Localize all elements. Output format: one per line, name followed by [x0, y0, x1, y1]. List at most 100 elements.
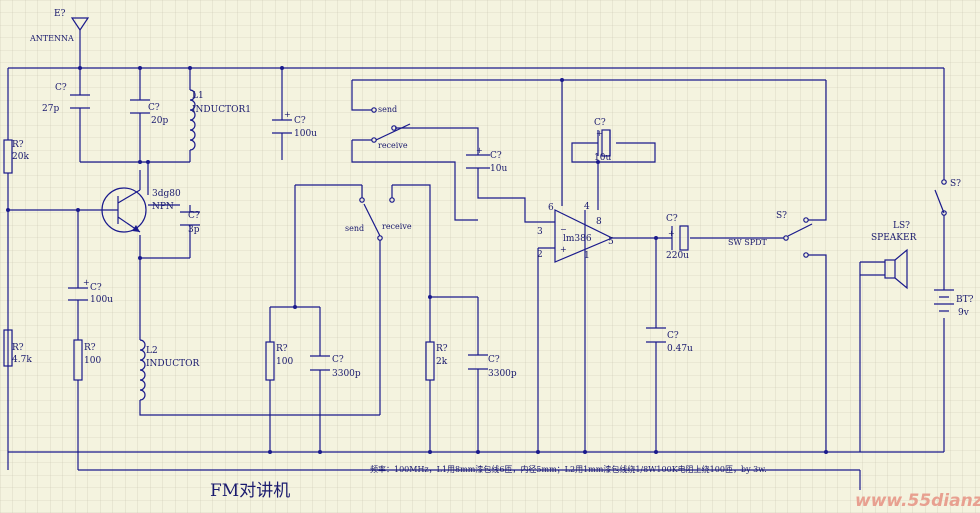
c10u-a-value: 10u: [490, 164, 507, 174]
inductor-l2-symbol: [139, 339, 146, 401]
c220u-ref: C?: [666, 214, 678, 224]
lm386-amplifier-symbol: [554, 209, 614, 263]
l2-ref: L2: [146, 346, 158, 356]
c100u-b-value: 100u: [90, 295, 113, 305]
switch-upper-send: send: [378, 105, 397, 114]
sw-power-ref: S?: [950, 179, 961, 189]
c100u-plus: +: [284, 110, 291, 119]
resistor-20k-symbol: [3, 139, 13, 174]
pin-1: 1: [584, 251, 590, 261]
c10u-a-plus: +: [476, 146, 483, 155]
c27p-ref: C?: [55, 83, 67, 93]
resistor-4-7k-symbol: [3, 329, 13, 367]
r2k-value: 2k: [436, 357, 448, 367]
c20p-value: 20p: [151, 116, 168, 126]
switch-lower-receive: receive: [382, 222, 412, 231]
c100u-value: 100u: [294, 129, 317, 139]
lm386-plus: +: [560, 245, 567, 254]
capacitor-047u-symbol: [646, 327, 666, 343]
antenna-ref: E?: [54, 9, 66, 19]
battery-ref: BT?: [956, 295, 974, 305]
c27p-value: 27p: [42, 104, 59, 114]
pin-4: 4: [584, 202, 590, 212]
sw-out-name: SW SPDT: [728, 238, 768, 247]
c047u-value: 0.47u: [667, 344, 693, 354]
r20k-ref: R?: [12, 140, 24, 150]
speaker-ref: LS?: [893, 221, 910, 231]
lm386-name: lm386: [563, 234, 592, 244]
capacitor-27p-symbol: [70, 94, 90, 109]
c3300p-a-ref: C?: [332, 355, 344, 365]
c10u-b-plus: +: [596, 129, 603, 138]
c10u-b-value: 10u: [594, 153, 611, 163]
pin-2: 2: [537, 250, 543, 260]
watermark: www.55dianzi.com: [855, 491, 980, 511]
r100b-ref: R?: [276, 344, 288, 354]
c100u-b-ref: C?: [90, 283, 102, 293]
junctions: [6, 66, 828, 454]
c20p-ref: C?: [148, 103, 160, 113]
pin-8: 8: [596, 217, 602, 227]
r100b-value: 100: [276, 357, 293, 367]
capacitor-3p-symbol: [180, 211, 200, 226]
c220u-plus: +: [668, 229, 675, 238]
npn-transistor-symbol: [101, 170, 147, 233]
c100u-ref: C?: [294, 116, 306, 126]
l2-name: INDUCTOR: [146, 359, 199, 369]
pin-3: 3: [537, 227, 543, 237]
l1-name: INDUCTOR1: [192, 105, 251, 115]
r20k-value: 20k: [12, 152, 29, 162]
l1-ref: L1: [192, 91, 204, 101]
c3p-ref: C?: [188, 211, 200, 221]
wires: [7, 30, 945, 490]
c3300p-b-value: 3300p: [488, 369, 517, 379]
schematic-title: FM对讲机: [210, 481, 290, 501]
switch-lower-send: send: [345, 224, 364, 233]
capacitor-3300p-b-symbol: [468, 354, 488, 370]
battery-symbol: [934, 289, 954, 312]
power-switch-symbol: [934, 179, 947, 216]
capacitor-20p-symbol: [130, 99, 150, 114]
switch-upper-receive: receive: [378, 141, 408, 150]
capacitor-100u-left-symbol: [68, 287, 88, 301]
inductor-l1-symbol: [189, 89, 196, 151]
switch-send-receive-lower: [359, 185, 395, 241]
r100a-ref: R?: [84, 343, 96, 353]
c3300p-a-value: 3300p: [332, 369, 361, 379]
speaker-name: SPEAKER: [871, 233, 917, 243]
resistor-2k-symbol: [425, 341, 435, 381]
c220u-value: 220u: [666, 251, 689, 261]
capacitor-10u-a-symbol: [466, 154, 490, 169]
output-switch-symbol: [783, 217, 813, 258]
c047u-ref: C?: [667, 331, 679, 341]
capacitor-220u-symbol: [671, 225, 689, 251]
r47k-ref: R?: [12, 343, 24, 353]
c100u-b-plus: +: [83, 278, 90, 287]
capacitor-10u-b-symbol: [597, 129, 611, 157]
c10u-b-ref: C?: [594, 118, 606, 128]
transistor-type: NPN: [152, 202, 174, 212]
switch-send-receive-upper: [371, 107, 411, 143]
lm386-minus: −: [560, 225, 567, 234]
pin-5: 5: [608, 237, 614, 247]
resistor-100-a-symbol: [73, 339, 83, 381]
pin-6: 6: [548, 203, 554, 213]
c3300p-b-ref: C?: [488, 355, 500, 365]
speaker-symbol: [884, 248, 908, 290]
transistor-part: 3dg80: [152, 189, 181, 199]
antenna-symbol: [70, 17, 90, 32]
schematic-note: 频率：100MHz，L1用8mm漆包线6匝，内径5mm；L2用1mm漆包线绕1/…: [370, 464, 767, 474]
r100a-value: 100: [84, 356, 101, 366]
resistor-100-b-symbol: [265, 341, 275, 381]
r2k-ref: R?: [436, 344, 448, 354]
battery-value: 9v: [958, 308, 970, 318]
antenna-name: ANTENNA: [29, 34, 74, 43]
r47k-value: 4.7k: [12, 355, 32, 365]
c3p-value: 3p: [188, 225, 200, 235]
c10u-a-ref: C?: [490, 151, 502, 161]
sw-out-ref: S?: [776, 211, 787, 221]
capacitor-3300p-a-symbol: [310, 355, 330, 371]
capacitor-100u-symbol: [272, 119, 292, 134]
